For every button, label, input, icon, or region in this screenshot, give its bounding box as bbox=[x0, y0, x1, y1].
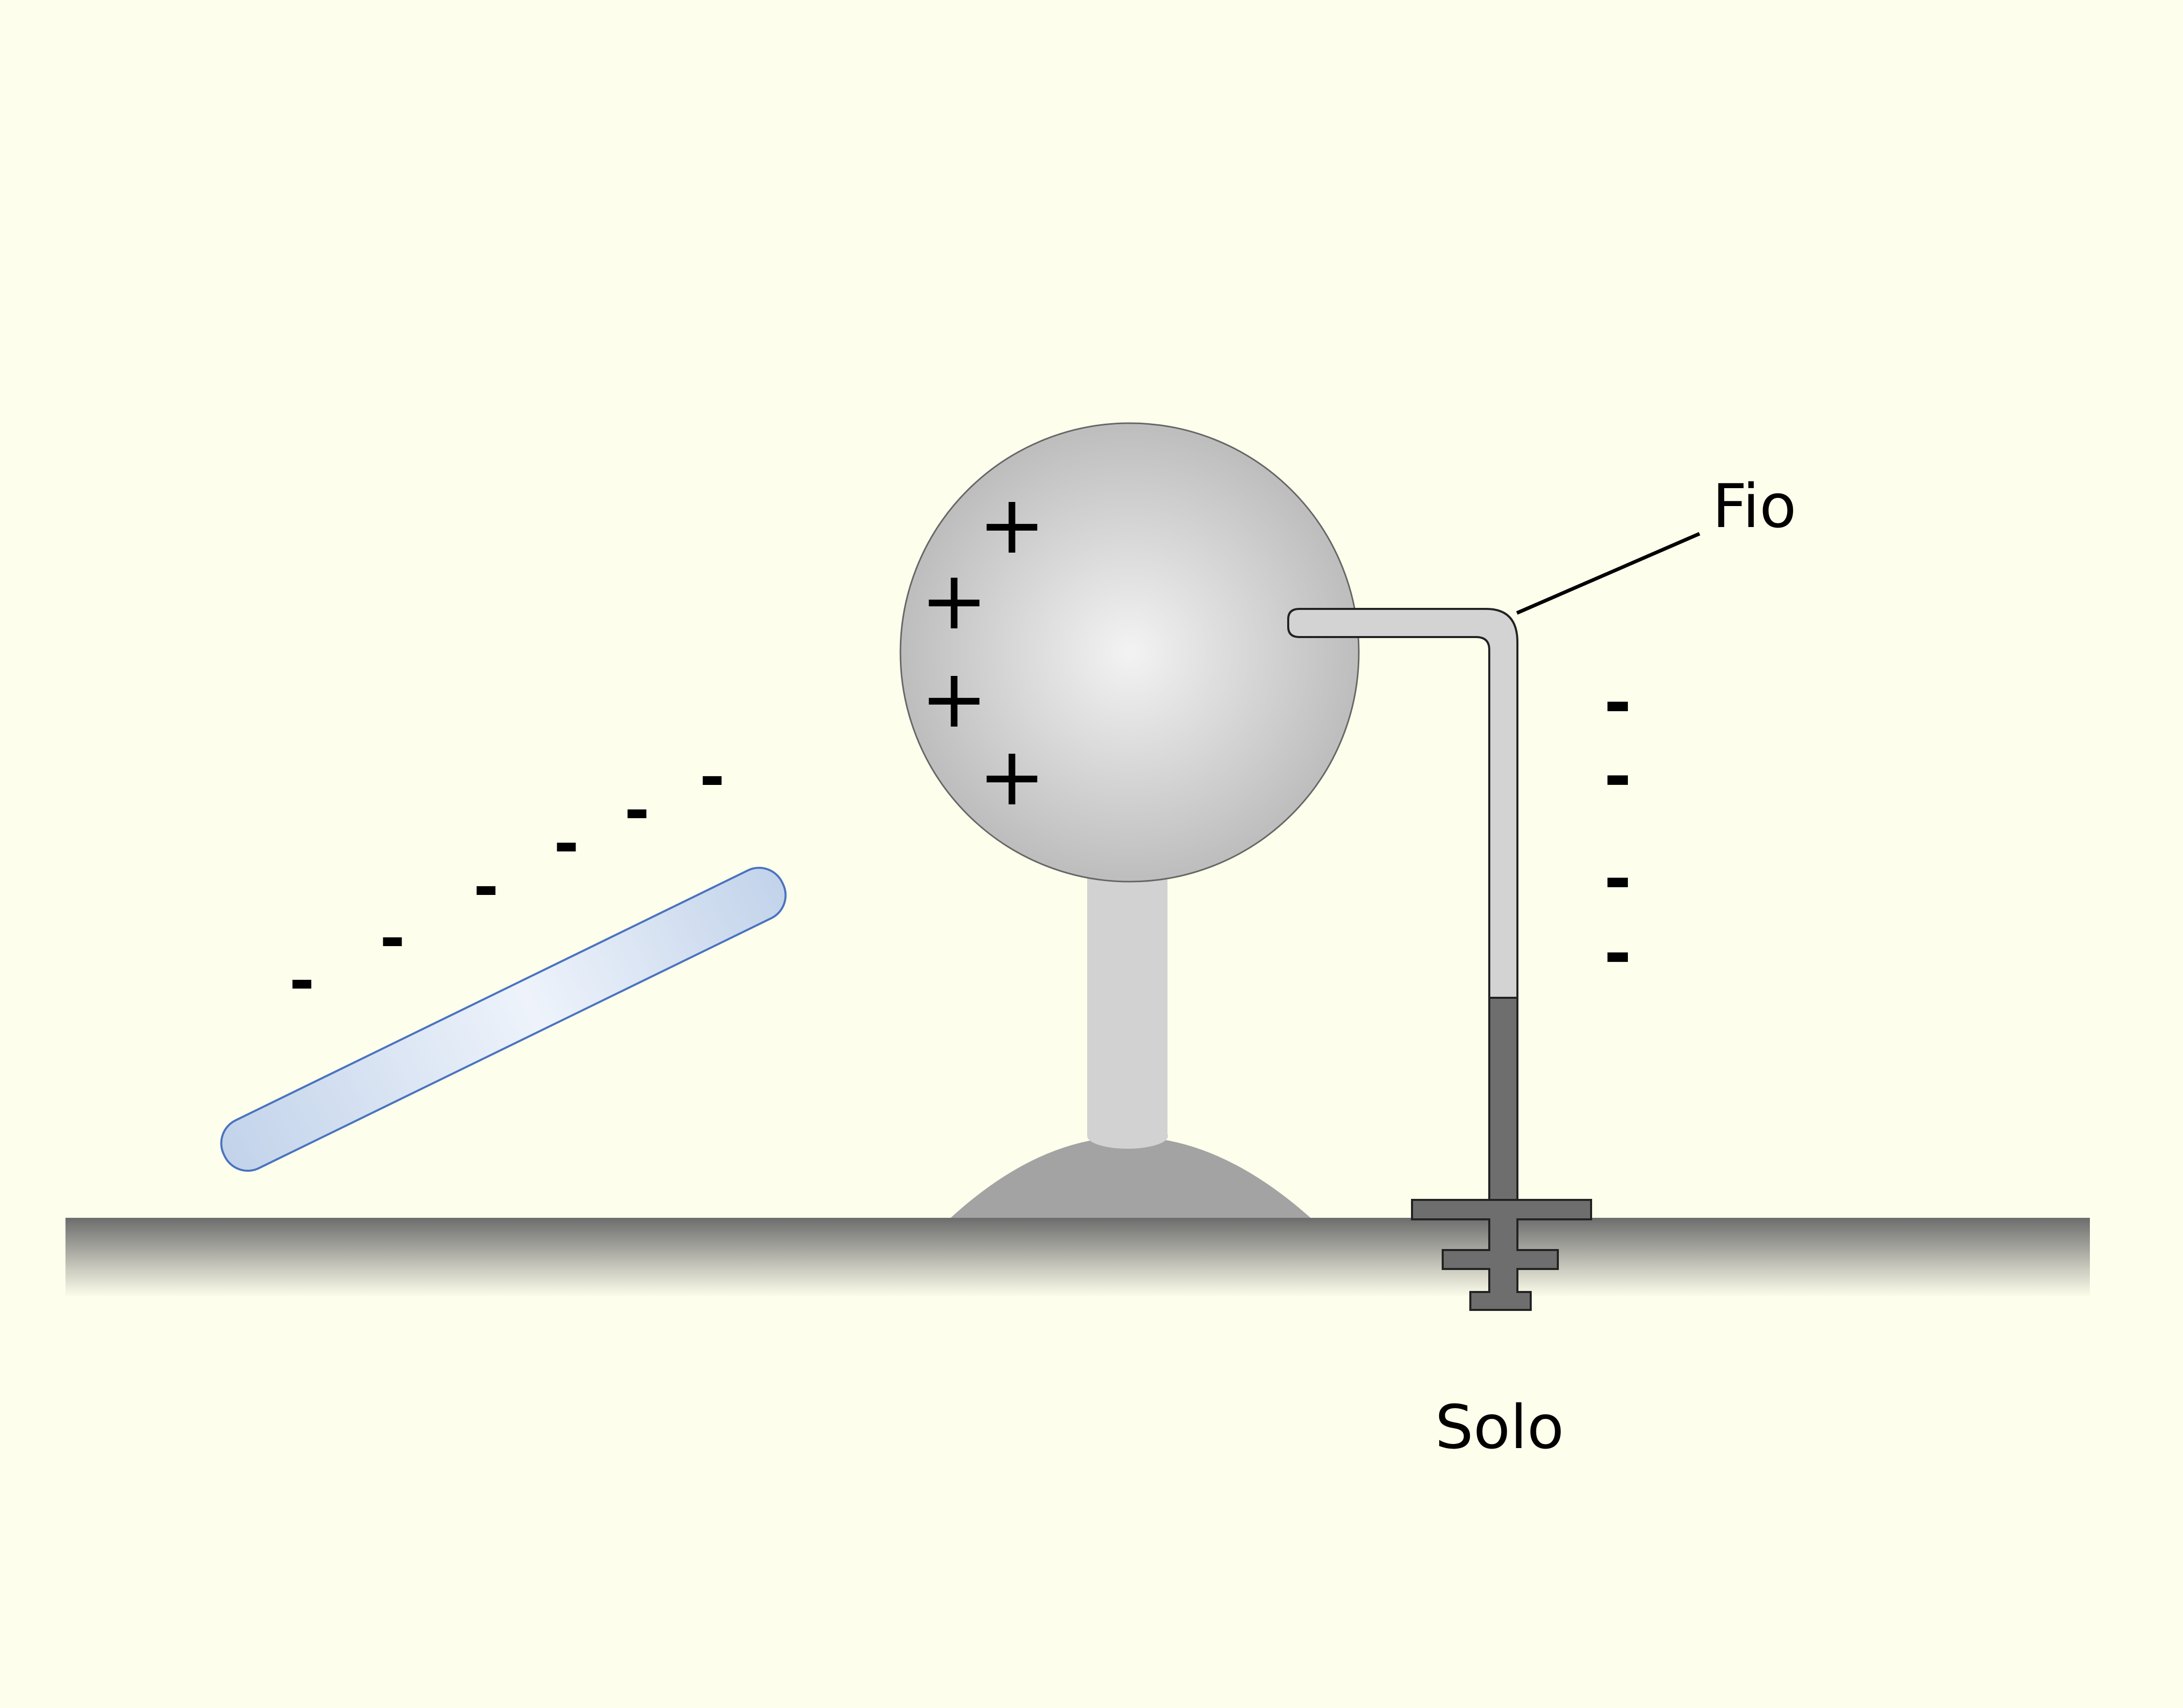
wire-label: Fio bbox=[1712, 471, 1796, 541]
sphere-charge: + bbox=[920, 652, 988, 746]
ground-strip bbox=[65, 1218, 2090, 1297]
rod-charge: - bbox=[554, 808, 579, 880]
ground-charge: - bbox=[1604, 914, 1631, 992]
rod-charge: - bbox=[624, 775, 650, 846]
grounded-charges: - - - - bbox=[1604, 664, 1631, 992]
rod-body bbox=[220, 867, 787, 1172]
rod-charge: - bbox=[473, 852, 499, 923]
ground-charge: - bbox=[1604, 840, 1631, 917]
sphere-charges: + + + + bbox=[920, 478, 1046, 824]
stand-column-foot bbox=[1087, 1123, 1168, 1149]
sphere-charge: + bbox=[978, 478, 1046, 572]
sphere-charge: + bbox=[920, 554, 988, 648]
stand-column bbox=[1087, 849, 1167, 1136]
rod-charge: - bbox=[699, 742, 725, 813]
rod-charges: - - - - - - bbox=[289, 742, 725, 1017]
rod-charge: - bbox=[380, 903, 405, 974]
charged-rod bbox=[220, 867, 787, 1172]
ground-charge: - bbox=[1604, 664, 1631, 741]
conducting-sphere bbox=[899, 422, 1360, 883]
wire-leader-line bbox=[1516, 532, 1701, 615]
ground-symbol-icon bbox=[1411, 1199, 1592, 1311]
ground-label: Solo bbox=[1435, 1392, 1564, 1462]
wire-conductor bbox=[1287, 608, 1518, 999]
sphere-charge: + bbox=[978, 730, 1046, 824]
wire-ground-section bbox=[1488, 997, 1518, 1201]
rod-charge: - bbox=[289, 946, 315, 1017]
ground-charge: - bbox=[1604, 737, 1631, 815]
stand-base bbox=[949, 1136, 1312, 1219]
